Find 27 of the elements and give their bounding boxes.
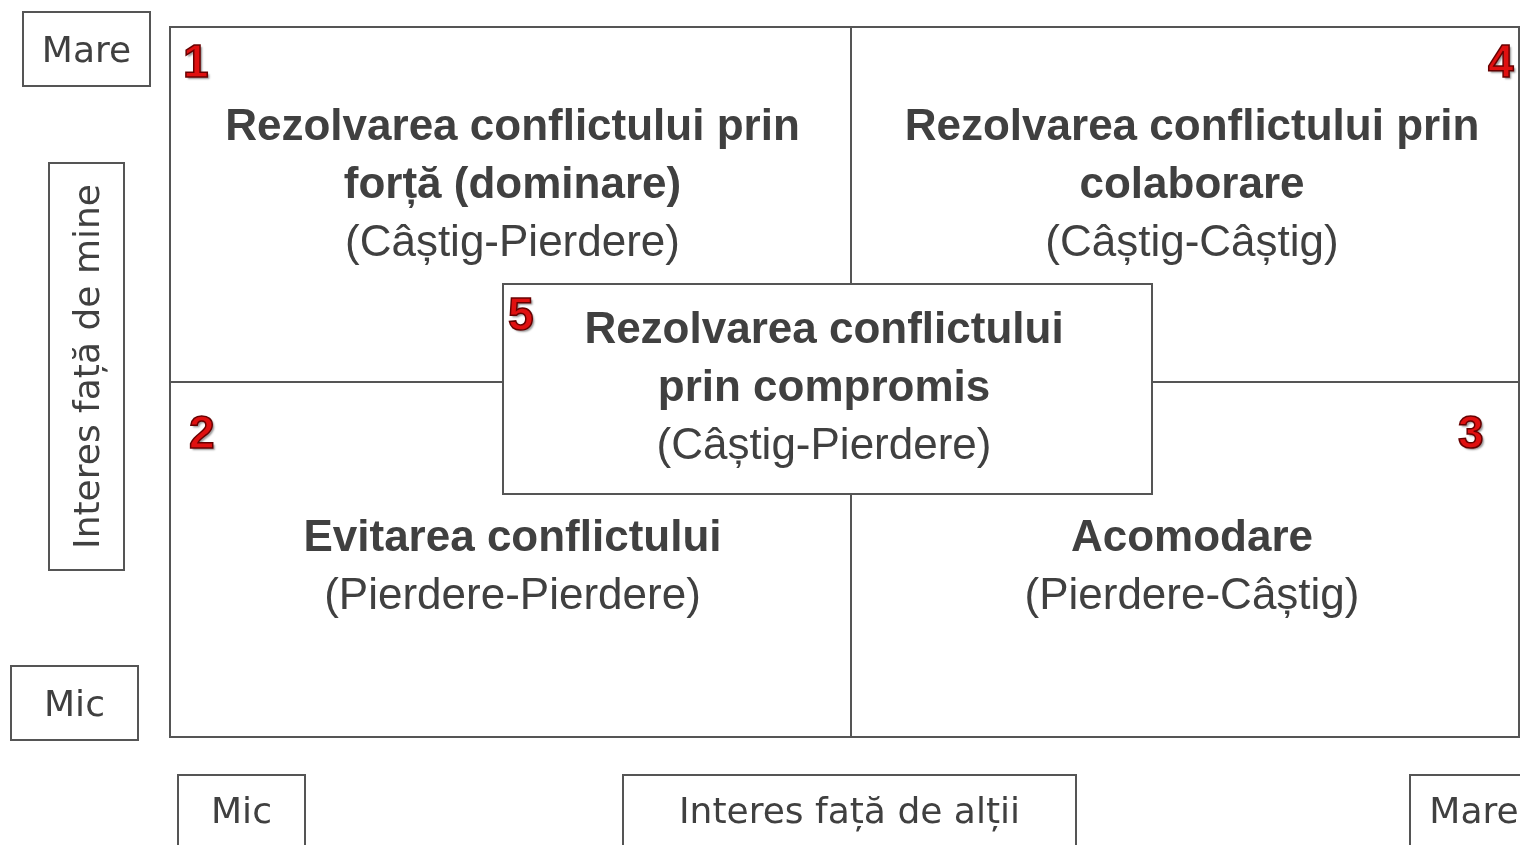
quadrant-subtitle: (Câștig-Câștig) [1045, 215, 1339, 267]
axis-label-box [48, 162, 125, 571]
axis-label: Mare [1429, 790, 1519, 831]
axis-label: Mic [44, 682, 105, 724]
axis-label: Mic [211, 790, 272, 831]
callout-number: 4 [1488, 38, 1514, 84]
callout-number: 3 [1458, 409, 1484, 455]
callout-number: 5 [508, 291, 534, 337]
quadrant-title: Rezolvarea conflictului prin forță (dominare) [224, 99, 801, 210]
axis-label: Interes față de alții [678, 790, 1020, 831]
callout-number: 2 [189, 409, 215, 455]
axis-label: Interes față de mine [66, 184, 107, 549]
axis-label-box [10, 665, 139, 741]
overlay-panel [502, 283, 1153, 495]
axis-label-box [177, 774, 306, 845]
axis-label: Mare [41, 28, 132, 70]
quadrant-title: Acomodare [1069, 510, 1315, 562]
quadrant-subtitle: (Pierdere-Pierdere) [324, 568, 701, 620]
quadrant-subtitle: (Câștig-Pierdere) [656, 418, 992, 470]
quadrant-subtitle: (Câștig-Pierdere) [345, 215, 680, 267]
quadrant-subtitle: (Pierdere-Câștig) [1024, 568, 1360, 620]
quadrant-title: Rezolvarea conflictului prin colaborare [903, 99, 1481, 209]
quadrant-title: Evitarea conflictului [302, 510, 723, 562]
callout-number: 1 [183, 38, 209, 84]
axis-label-box [622, 774, 1077, 845]
quadrant-title: Rezolvarea conflictului prin compromis [583, 302, 1065, 412]
axis-label-box [22, 11, 151, 87]
